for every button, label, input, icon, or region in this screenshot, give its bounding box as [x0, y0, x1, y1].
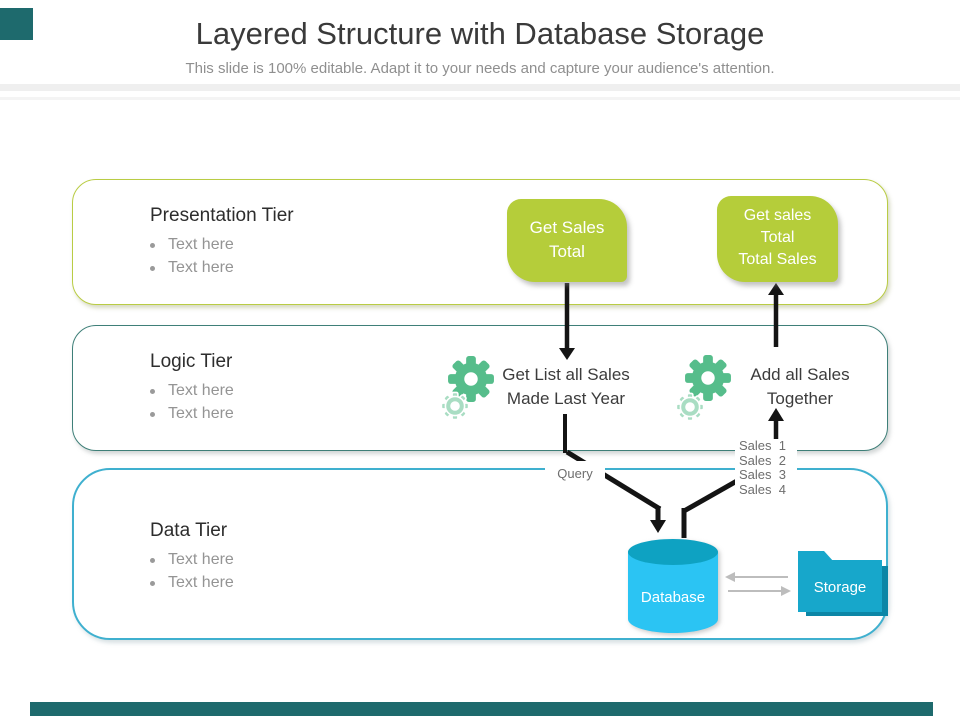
- bullet-dot: [150, 388, 155, 394]
- database-label: Database: [640, 589, 706, 606]
- step-text-line: Get List all Sales: [502, 365, 630, 384]
- box-text-line: Total: [549, 242, 585, 261]
- bullet-item: Text here: [150, 551, 234, 569]
- bullet-text: Text here: [168, 405, 234, 422]
- database-cylinder-icon: [628, 539, 718, 633]
- bullet-text: Text here: [168, 551, 234, 568]
- query-label: Query: [545, 461, 605, 486]
- bullet-dot: [150, 265, 155, 271]
- corner-accent-square: [0, 8, 33, 40]
- logic-tier-title: Logic Tier: [150, 351, 233, 372]
- folder-icon: [798, 551, 888, 616]
- presentation-tier-title: Presentation Tier: [150, 205, 294, 226]
- bullet-item: Text here: [150, 259, 234, 277]
- header-divider: [0, 84, 960, 91]
- bullet-text: Text here: [168, 574, 234, 591]
- bullet-item: Text here: [150, 236, 234, 254]
- arrow-get-sales-to-logic: [559, 283, 575, 360]
- bullet-dot: [150, 242, 155, 248]
- get-list-step-label: Get List all Sales Made Last Year: [486, 363, 646, 411]
- page-title: Layered Structure with Database Storage: [195, 16, 765, 51]
- bottom-accent-bar: [30, 702, 933, 716]
- get-sales-result-box: Get sales Total Total Sales: [717, 196, 838, 282]
- database-storage-exchange-arrows: [725, 572, 791, 596]
- box-text-line: Get sales: [743, 207, 812, 224]
- bullet-dot: [150, 411, 155, 417]
- sales-item: Sales 2: [739, 452, 786, 468]
- sales-list: Sales 1 Sales 2 Sales 3 Sales 4: [735, 438, 797, 499]
- bullet-item: Text here: [150, 574, 234, 592]
- add-all-step-label: Add all Sales Together: [720, 363, 880, 411]
- bullet-text: Text here: [168, 259, 234, 276]
- bullet-text: Text here: [168, 236, 234, 253]
- data-tier-title: Data Tier: [150, 520, 228, 541]
- page-subtitle: This slide is 100% editable. Adapt it to…: [185, 60, 775, 77]
- bullet-dot: [150, 557, 155, 563]
- box-text-line: Total Sales: [738, 251, 817, 268]
- arrow-logic-to-result-box: [768, 283, 784, 347]
- step-text-line: Made Last Year: [506, 389, 626, 408]
- bullet-text: Text here: [168, 382, 234, 399]
- bullet-dot: [150, 580, 155, 586]
- bullet-item: Text here: [150, 405, 234, 423]
- header-divider-thin: [0, 97, 960, 100]
- storage-label: Storage: [813, 579, 867, 596]
- bullet-item: Text here: [150, 382, 234, 400]
- sales-item: Sales 1: [739, 438, 786, 453]
- box-text-line: Get Sales: [529, 218, 605, 237]
- get-sales-total-box: Get Sales Total: [507, 199, 627, 282]
- step-text-line: Add all Sales: [750, 365, 850, 384]
- box-text-line: Total: [760, 229, 795, 246]
- sales-item: Sales 4: [739, 481, 786, 497]
- step-text-line: Together: [766, 389, 834, 408]
- sales-item: Sales 3: [739, 467, 786, 482]
